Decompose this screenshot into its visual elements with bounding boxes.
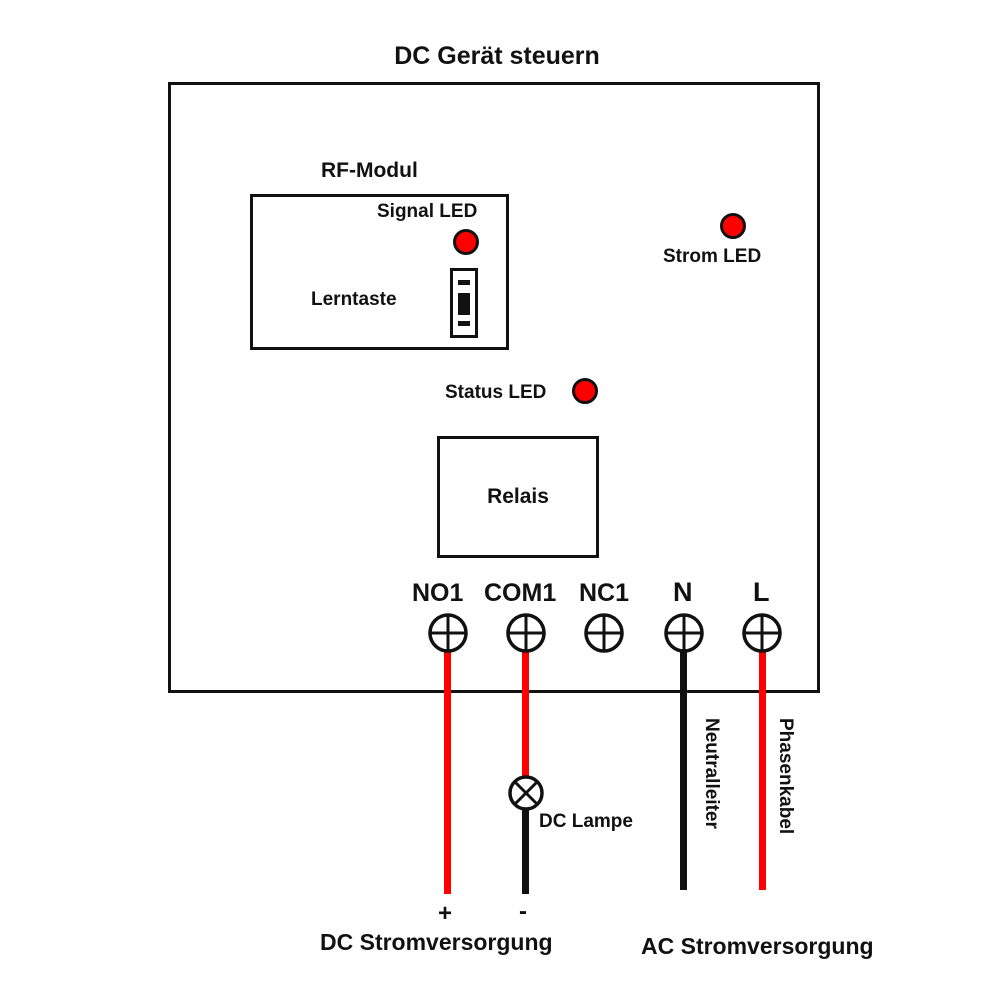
terminal-label-no1: NO1	[412, 579, 464, 607]
terminal-label-com1: COM1	[484, 579, 557, 607]
learn-button-icon[interactable]	[450, 268, 478, 338]
diagram-title: DC Gerät steuern	[394, 42, 600, 70]
terminal-label-l: L	[753, 577, 770, 607]
phase-wire-label: Phasenkabel	[775, 718, 796, 835]
signal-led-icon	[453, 229, 479, 255]
dc-supply-label: DC Stromversorgung	[320, 929, 553, 955]
status-led-label: Status LED	[445, 382, 547, 403]
terminal-screw-icon	[664, 613, 704, 653]
terminal-screw-icon	[584, 613, 624, 653]
signal-led-label: Signal LED	[377, 201, 478, 222]
lamp-icon	[508, 775, 544, 811]
device-enclosure	[168, 82, 820, 693]
wire-neutral	[680, 652, 687, 890]
relay-box	[437, 436, 599, 558]
dc-plus-label: +	[438, 900, 453, 927]
wire-com1-minus-black	[522, 808, 529, 894]
terminal-screw-icon	[428, 613, 468, 653]
terminal-screw-icon	[506, 613, 546, 653]
relay-label: Relais	[487, 485, 549, 508]
terminal-label-nc1: NC1	[579, 579, 630, 607]
terminal-label-n: N	[673, 577, 693, 607]
ac-supply-label: AC Stromversorgung	[641, 933, 874, 959]
learn-button-label: Lerntaste	[311, 289, 397, 310]
neutral-wire-label: Neutralleiter	[701, 718, 722, 829]
status-led-icon	[572, 378, 598, 404]
lamp-label: DC Lampe	[539, 811, 633, 832]
wire-no1-plus	[444, 652, 451, 894]
strom-led-icon	[720, 213, 746, 239]
strom-led-label: Strom LED	[663, 246, 762, 267]
wire-phase	[759, 652, 766, 890]
wire-com1-red	[522, 652, 529, 778]
terminal-screw-icon	[742, 613, 782, 653]
dc-minus-label: -	[519, 898, 527, 925]
rf-module-label: RF-Modul	[321, 159, 418, 182]
